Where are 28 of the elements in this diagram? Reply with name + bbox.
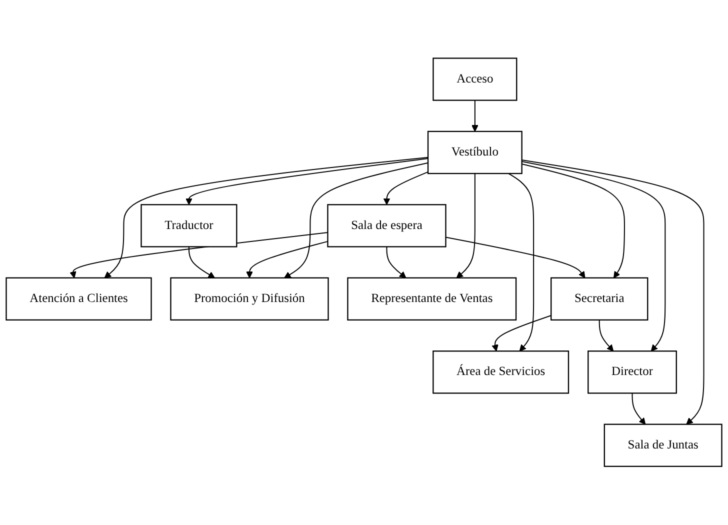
- node-box: Área de Servicios: [432, 350, 570, 394]
- arrow: [186, 158, 428, 206]
- node-box: Atención a Clientes: [6, 277, 152, 321]
- arrow: [246, 241, 328, 278]
- arrow: [522, 161, 666, 352]
- node-box: Vestíbulo: [427, 131, 522, 174]
- arrow: [492, 315, 552, 352]
- arrow: [383, 172, 428, 206]
- arrow: [104, 157, 428, 278]
- arrow: [598, 320, 614, 352]
- node-box: Secretaria: [550, 277, 648, 321]
- node-box: Representante de Ventas: [347, 277, 517, 321]
- arrow: [522, 160, 704, 425]
- node-box: Traductor: [140, 204, 238, 248]
- node-box: Sala de espera: [327, 204, 446, 248]
- arrow: [386, 246, 406, 278]
- arrow: [522, 164, 625, 278]
- node-box: Director: [588, 350, 677, 394]
- arrow: [446, 236, 586, 278]
- arrow: [472, 100, 478, 132]
- node-box: Sala de Juntas: [604, 424, 722, 468]
- node-box: Acceso: [432, 58, 518, 102]
- arrow: [632, 393, 646, 425]
- arrow: [456, 174, 476, 278]
- arrow: [188, 246, 216, 278]
- arrow: [508, 173, 534, 352]
- arrow: [284, 162, 428, 278]
- node-box: Promoción y Difusión: [170, 277, 329, 321]
